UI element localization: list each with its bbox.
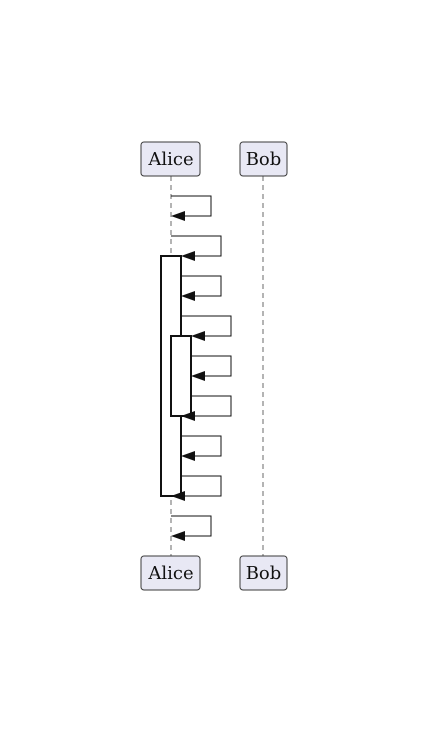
arrow-head-icon	[181, 251, 195, 261]
self-message-loop	[171, 235, 222, 257]
message-7	[181, 435, 222, 461]
self-message-loop	[181, 315, 232, 337]
message-8	[171, 475, 222, 501]
arrow-head-icon	[181, 291, 195, 301]
message-2	[171, 235, 222, 261]
arrow-head-icon	[191, 331, 205, 341]
message-5	[191, 355, 232, 381]
activation-bar-inner	[170, 335, 192, 417]
self-message-loop	[191, 395, 232, 417]
message-1	[171, 195, 212, 221]
self-message-loop	[181, 435, 222, 457]
arrow-head-icon	[171, 211, 185, 221]
participant-box	[140, 141, 201, 177]
arrow-head-icon	[171, 491, 185, 501]
message-6	[181, 395, 232, 421]
participant-alice-top: Alice	[140, 141, 201, 177]
arrow-head-icon	[181, 411, 195, 421]
participant-label: Alice	[147, 563, 193, 584]
self-message-loop	[171, 195, 212, 217]
self-message-loop	[181, 475, 222, 497]
self-message-loop	[191, 355, 232, 377]
message-9	[171, 515, 212, 541]
participant-alice-bottom: Alice	[140, 555, 201, 591]
participant-box	[140, 555, 201, 591]
participant-label: Bob	[246, 563, 282, 584]
participant-box	[239, 555, 288, 591]
arrow-head-icon	[181, 451, 195, 461]
self-message-loop	[181, 275, 222, 297]
participant-label: Bob	[246, 149, 282, 170]
message-4	[181, 315, 232, 341]
participant-label: Alice	[147, 149, 193, 170]
participant-bob-bottom: Bob	[239, 555, 288, 591]
participant-box	[239, 141, 288, 177]
participant-bob-top: Bob	[239, 141, 288, 177]
message-3	[181, 275, 222, 301]
self-message-loop	[171, 515, 212, 537]
arrow-head-icon	[191, 371, 205, 381]
arrow-head-icon	[171, 531, 185, 541]
